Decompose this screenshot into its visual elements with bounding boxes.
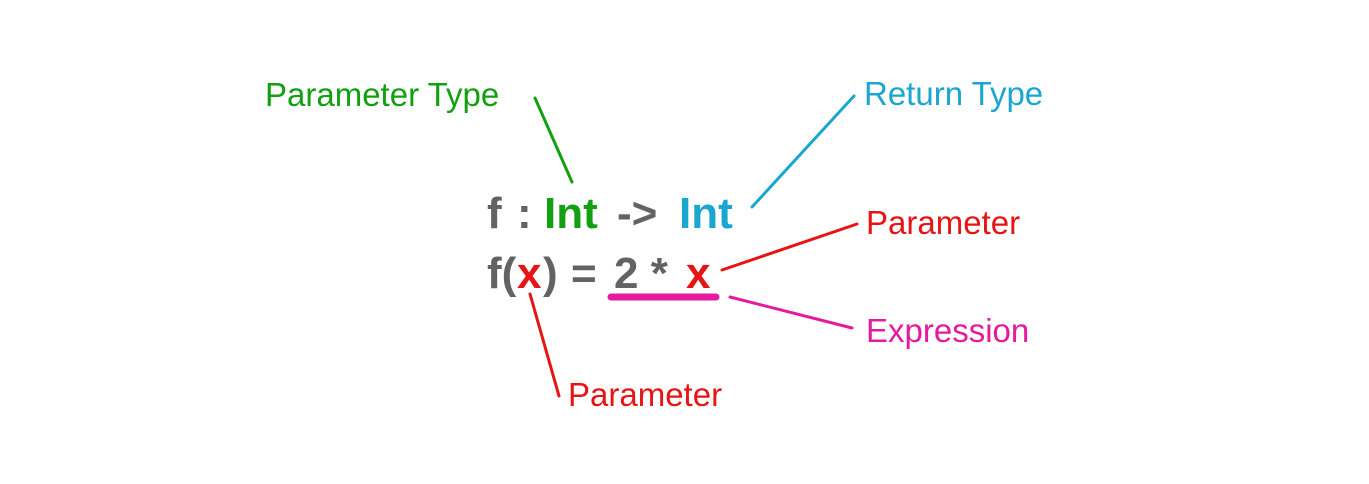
definition-function-open: f( (487, 249, 517, 298)
signature-function-name: f (487, 189, 502, 238)
definition-function-close: ) (543, 249, 558, 298)
signature-return-type: Int (679, 189, 733, 238)
parameter-type-label: Parameter Type (265, 76, 500, 113)
signature-arrow: -> (617, 189, 658, 238)
definition-param: x (517, 249, 542, 298)
definition-expression-param: x (686, 249, 711, 298)
parameter-right-label: Parameter (866, 204, 1021, 241)
parameter-right-connector (720, 222, 859, 272)
return-type-connector (750, 94, 856, 209)
signature-colon: : (517, 189, 532, 238)
expression-label: Expression (866, 312, 1030, 349)
parameter-bottom-label: Parameter (568, 376, 723, 413)
expression-connector (728, 295, 854, 330)
parameter-bottom-connector (528, 292, 561, 398)
return-type-label: Return Type (864, 75, 1044, 112)
definition-expression-left: 2 * (614, 249, 668, 298)
definition-equals: = (571, 249, 597, 298)
signature-param-type: Int (544, 189, 598, 238)
parameter-type-connector (533, 96, 574, 184)
